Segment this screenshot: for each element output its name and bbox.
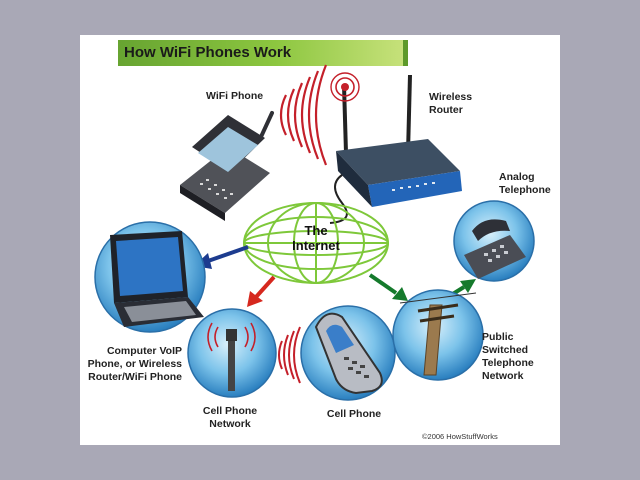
analog-telephone-icon <box>453 200 535 282</box>
internet-globe-icon <box>243 202 389 284</box>
cell-signal-waves-icon <box>278 326 301 384</box>
telephone-pole-icon <box>392 289 484 381</box>
wifi-phone-diagram <box>94 64 535 401</box>
cell-tower-icon <box>187 308 277 398</box>
copyright-credit: ©2006 HowStuffWorks <box>422 432 498 441</box>
wifi-phone-label: WiFi Phone <box>206 90 264 102</box>
diagram-card: How WiFi Phones Work <box>80 35 560 445</box>
wifi-phone-icon <box>180 111 274 221</box>
wireless-router-label: Wireless Router <box>429 91 473 116</box>
wifi-signal-waves-icon <box>279 64 328 166</box>
arrow-to-pstn-icon <box>368 273 408 301</box>
internet-label: The Internet <box>292 223 340 253</box>
wireless-router-icon <box>329 72 462 224</box>
cell-phone-icon <box>300 305 396 401</box>
title-banner: How WiFi Phones Work <box>118 40 408 66</box>
analog-telephone-label: Analog Telephone <box>499 171 551 196</box>
arrow-to-cell-network-icon <box>247 275 276 307</box>
computer-icon <box>94 221 206 333</box>
diagram-title: How WiFi Phones Work <box>124 44 292 61</box>
pstn-label: Public Switched Telephone Network <box>482 331 534 382</box>
cell-phone-label: Cell Phone <box>326 408 382 420</box>
cell-phone-network-label: Cell Phone Network <box>202 405 258 430</box>
computer-label: Computer VoIP Phone, or Wireless Router/… <box>87 345 182 383</box>
